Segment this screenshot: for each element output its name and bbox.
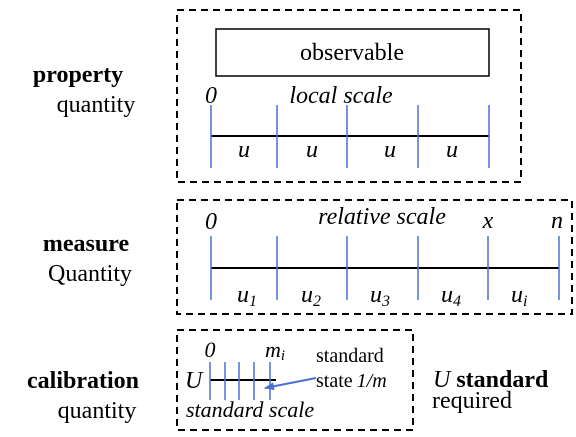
relative-unit-label: u3 (370, 282, 390, 310)
local-unit-label: u (446, 137, 458, 163)
relative-unit-label: u2 (301, 282, 321, 310)
property-zero-label: 0 (205, 83, 217, 109)
local-unit-label: u (238, 137, 250, 163)
measure-label-regular: Quantity (48, 261, 132, 287)
relative-unit-label: ui (511, 282, 527, 310)
m-i-label: mi (265, 337, 285, 364)
property-dashed-box (176, 9, 522, 183)
relative-unit-label: u1 (237, 282, 257, 310)
calibration-U-label: U (185, 368, 204, 394)
local-unit-label: u (384, 137, 396, 163)
measure-label-bold: measure (43, 231, 130, 257)
calibration-label-bold: calibration (27, 368, 139, 394)
property-label-bold: property (33, 62, 123, 88)
local-scale-label: local scale (289, 83, 393, 109)
calibration-section: calibration quantity 0 mi U standard sta… (27, 329, 414, 431)
relative-scale-label: relative scale (318, 204, 446, 230)
n-label: n (551, 208, 563, 234)
standard-state-arrow (264, 377, 317, 391)
local-unit-label: u (306, 137, 318, 163)
property-section: property quantity observable 0 local sca… (33, 9, 522, 183)
calibration-label-regular: quantity (58, 398, 137, 424)
measure-dashed-box (176, 199, 573, 315)
calibration-zero-label: 0 (205, 337, 216, 362)
property-label-regular: quantity (57, 92, 136, 118)
relative-unit-label: u4 (441, 282, 461, 310)
measure-section: measure Quantity 0 relative scale x n u1… (43, 199, 573, 315)
observable-label: observable (300, 40, 404, 66)
standard-state-line1: standard (316, 345, 384, 367)
measure-zero-label: 0 (205, 209, 217, 235)
standard-scale-label: standard scale (186, 397, 314, 422)
observable-box (215, 28, 490, 77)
x-label: x (482, 208, 494, 234)
standard-required-line2: required (432, 388, 512, 414)
